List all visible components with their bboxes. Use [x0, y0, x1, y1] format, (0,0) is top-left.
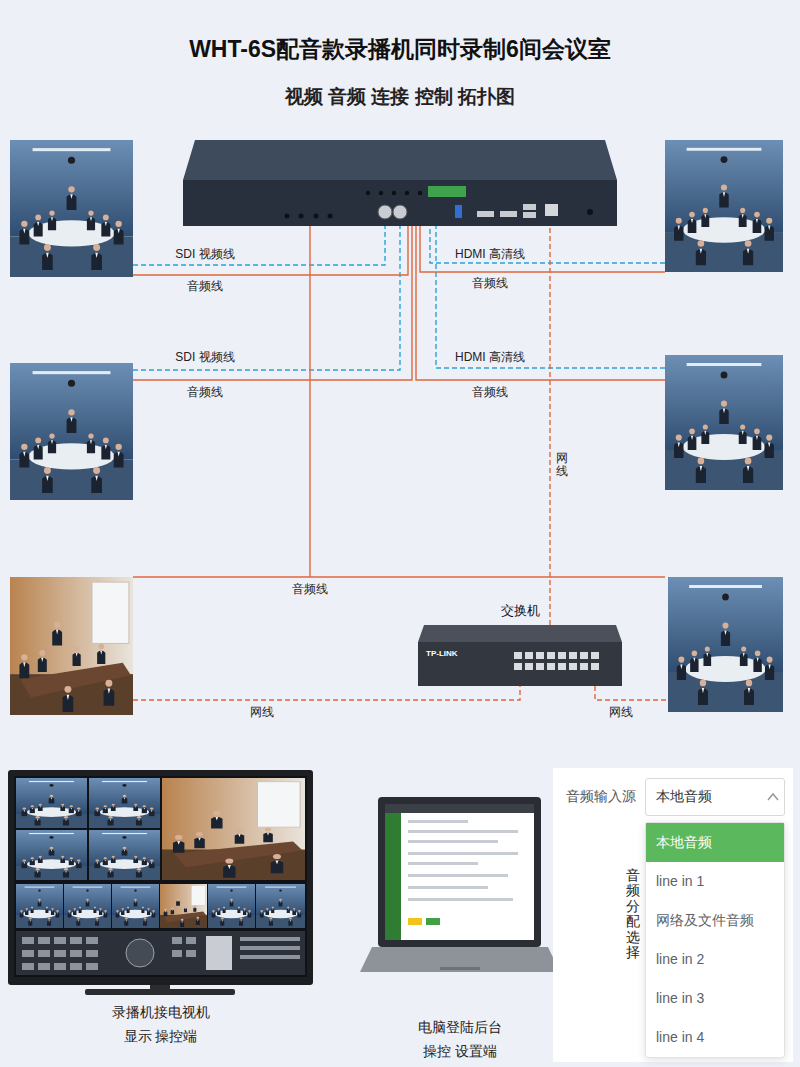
laptop-console: 电脑登陆后台 操控 设置端: [370, 795, 550, 1065]
audio-cable: [133, 576, 665, 577]
cable-label: 音频线: [290, 582, 330, 596]
device-front: [183, 180, 617, 226]
laptop-notch: [440, 967, 480, 970]
brand-label: TP-LINK: [426, 649, 458, 658]
cable-label: SDI 视频线: [173, 350, 236, 364]
cable-label: 音频线: [470, 276, 510, 290]
recorder-device: [183, 140, 617, 226]
meeting-room: [668, 577, 783, 712]
dropdown-option: 网络及文件音频: [646, 901, 784, 940]
network-cable: [595, 686, 668, 700]
dropdown-option: line in 4: [646, 1018, 784, 1057]
ui-sidebar: [385, 813, 401, 940]
network-switch: 交换机 TP-LINK: [418, 600, 622, 686]
device-caption: 录播机接电视机 显示 操控端: [103, 1000, 218, 1048]
control-panel: [16, 931, 305, 975]
screen-tile: [16, 778, 87, 828]
dropdown-list: 本地音频line in 1网络及文件音频line in 2line in 3li…: [645, 822, 785, 1058]
select-value: 本地音频: [656, 788, 712, 806]
hdmi-port: [500, 211, 517, 217]
ui-lines: [408, 820, 518, 901]
cable-label: HDMI 高清线: [453, 247, 527, 261]
switch-label: 交换机: [418, 602, 622, 620]
cable-label: 音频线: [185, 279, 225, 293]
tv-neck: [150, 985, 170, 989]
meeting-room: [665, 140, 783, 272]
hdmi-port: [477, 211, 494, 217]
screen-tile: [16, 884, 63, 928]
dropdown-option: 本地音频: [646, 823, 784, 862]
lan-port: [545, 204, 558, 216]
television: [8, 770, 313, 995]
ui-header: [385, 804, 534, 813]
tv-display: 录播机接电视机 显示 操控端: [8, 768, 313, 1058]
meeting-room: [10, 577, 133, 715]
laptop: [360, 797, 560, 972]
subtitle: 视频 音频 连接 控制 拓扑图: [283, 86, 517, 109]
tv-screen: [14, 776, 307, 977]
screen-tile: [64, 884, 111, 928]
tv-base: [85, 989, 235, 995]
bnc-port: [378, 205, 392, 219]
hdmi-cable: [430, 222, 665, 263]
meeting-room: [10, 140, 133, 277]
meeting-room: [10, 363, 133, 500]
ui-button: [426, 918, 440, 925]
cable-label: 音频线: [470, 385, 510, 399]
screen-tile: [112, 884, 159, 928]
cable-label: 音频线: [185, 385, 225, 399]
settings-panel: [553, 768, 793, 1062]
screen-tile: [208, 884, 255, 928]
terminal-block: [428, 186, 466, 197]
screen-tile: [89, 830, 160, 880]
network-cable: [549, 228, 550, 625]
audio-cable: [133, 226, 412, 380]
device-top: [183, 140, 617, 180]
dropdown-option: line in 2: [646, 940, 784, 979]
select-box: 音频输入源本地音频: [645, 778, 785, 816]
laptop-screen: [385, 804, 534, 940]
network-cable: [133, 686, 520, 700]
screen-tile: [256, 884, 305, 928]
panel-buttons: [22, 936, 300, 970]
dropdown-option: line in 3: [646, 979, 784, 1018]
cable-label: 网线: [556, 450, 568, 480]
switch-ports: [514, 652, 599, 670]
laptop-bezel: [378, 797, 541, 947]
usb-port: [455, 205, 462, 218]
sdi-cable: [133, 212, 400, 370]
device-caption: 电脑登陆后台 操控 设置端: [410, 1015, 510, 1063]
audio-cable: [309, 226, 310, 577]
switch-top: [418, 625, 622, 642]
screen-tile: [89, 778, 160, 828]
laptop-base: [360, 947, 560, 972]
screen-tile: [160, 884, 207, 928]
ui-button: [408, 918, 422, 925]
cable-label: 网线: [607, 705, 635, 719]
usb-port: [523, 212, 536, 218]
select-caret: [768, 794, 778, 800]
usb-port: [523, 204, 536, 210]
network-switch: [418, 625, 622, 686]
diagram-title: WHT-6S配音款录播机同时录制6间会议室: [0, 34, 800, 65]
panel-dial: [126, 939, 154, 967]
field-label: 音频输入源: [566, 788, 636, 806]
cable-label: SDI 视频线: [173, 247, 236, 261]
cable-label: HDMI 高清线: [453, 350, 527, 364]
jacks: [285, 191, 423, 219]
audio-cable: [420, 226, 665, 272]
screen-tile: [16, 830, 87, 880]
audio-cable: [416, 226, 665, 380]
meeting-room: [665, 355, 783, 490]
cables: [133, 212, 668, 700]
dropdown-option: line in 1: [646, 862, 784, 901]
bnc-port: [393, 205, 407, 219]
power-port: [587, 209, 593, 215]
side-note: 音频分配选择: [626, 866, 640, 962]
cable-label: 网线: [248, 705, 276, 719]
switch-front: [418, 642, 622, 686]
screen-tile: [162, 778, 305, 880]
tv-frame: [8, 770, 313, 985]
audio-cable: [133, 226, 408, 275]
